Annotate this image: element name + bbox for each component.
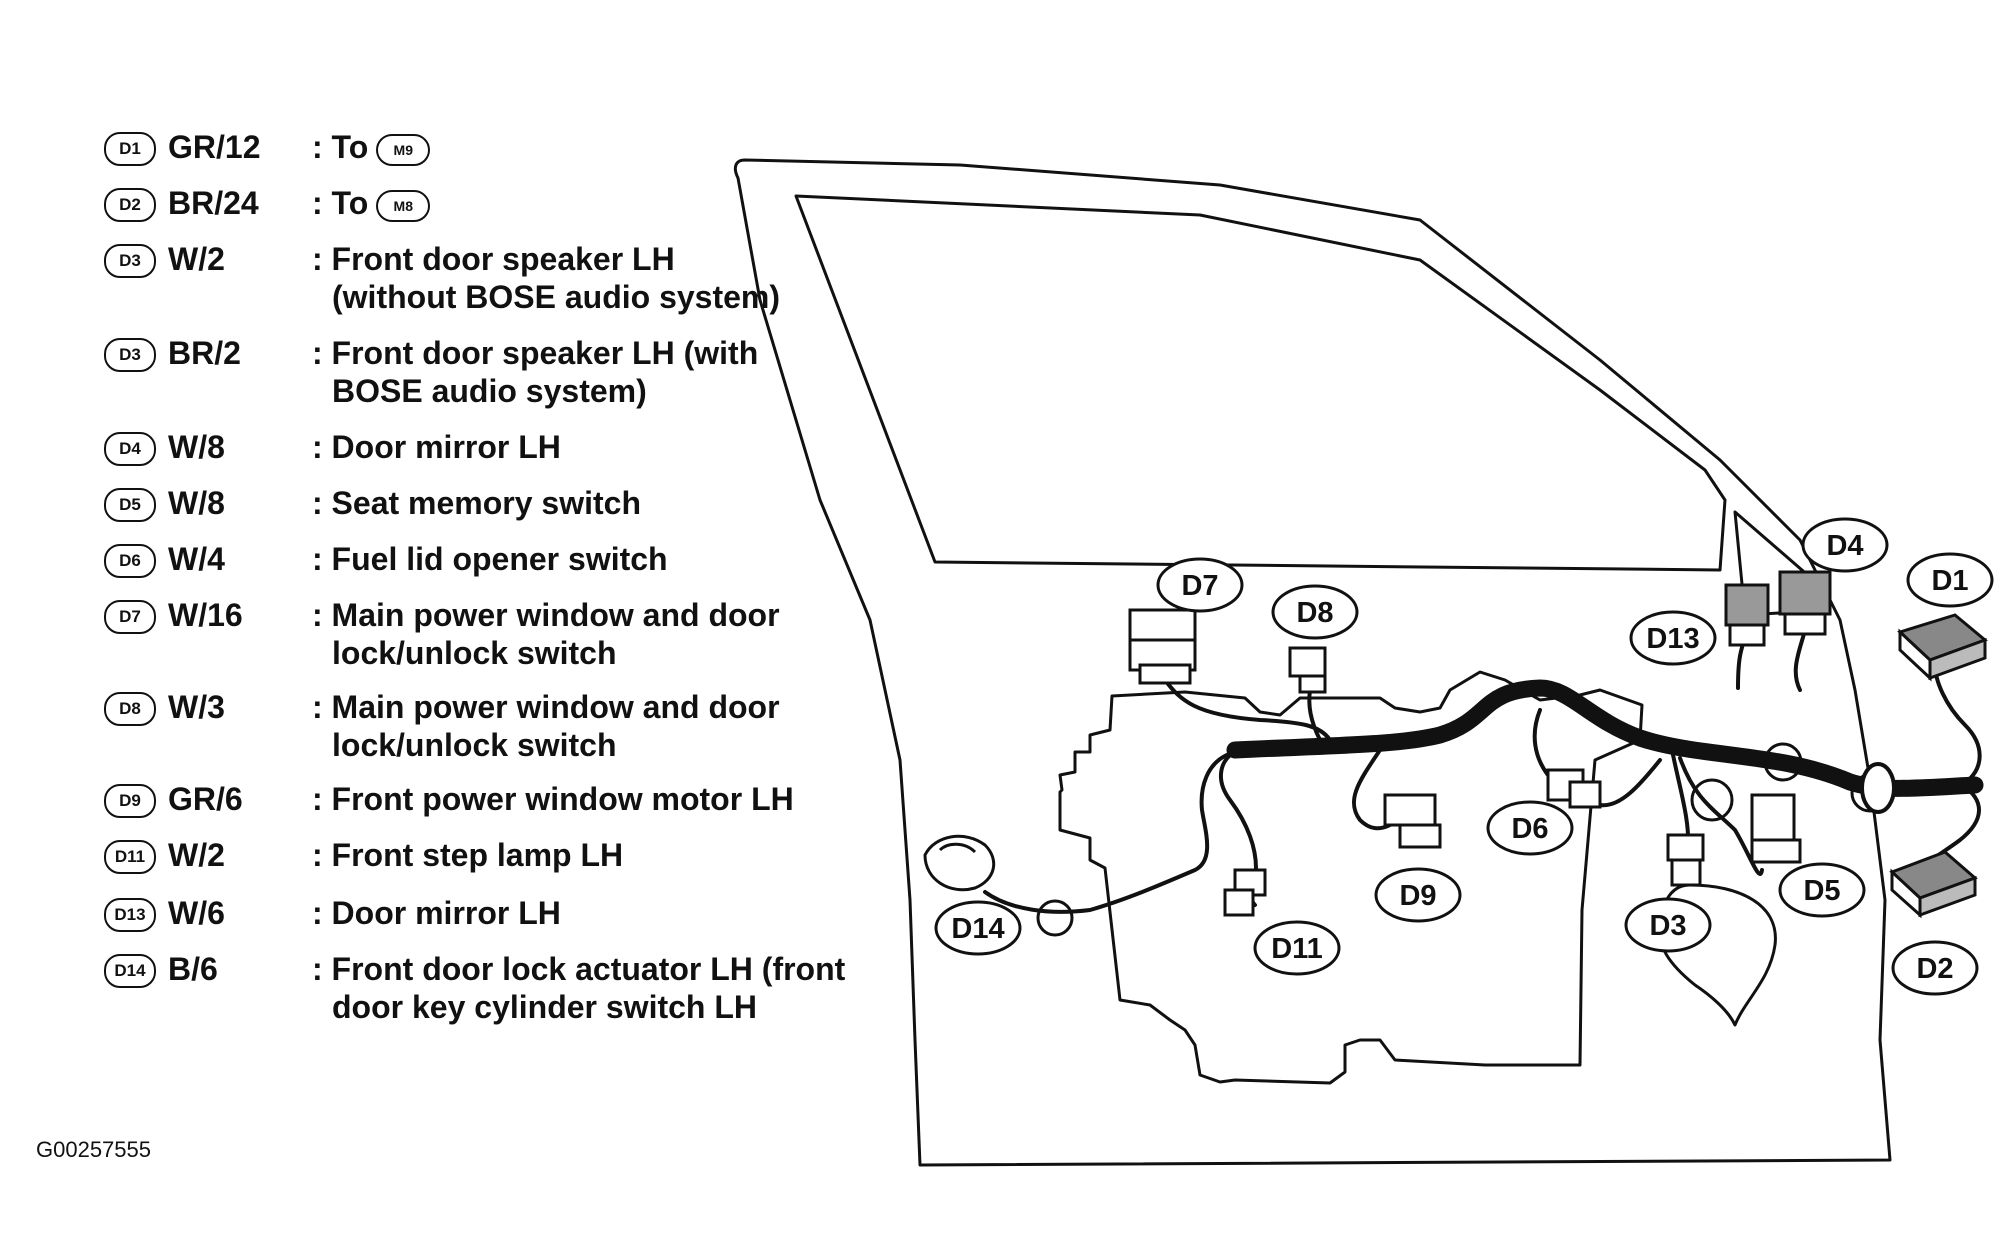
connector-d13 — [1724, 583, 1770, 647]
callout-d3: D3 — [1649, 910, 1686, 942]
connector-badge: D14 — [104, 954, 156, 988]
callout-d14-bubble — [934, 900, 1022, 956]
main-harness — [1226, 679, 1984, 797]
connector-description: : Seat memory switch — [312, 485, 641, 521]
connector-description: : Fuel lid opener switch — [312, 541, 668, 577]
wire-spec: W/6 — [168, 895, 225, 931]
grommet-circle — [1036, 899, 1074, 937]
figure-code: G00257555 — [36, 1137, 151, 1162]
connector-d11 — [1223, 868, 1267, 917]
connector-description: : Front power window motor LH — [312, 781, 794, 817]
connector-badge: D7 — [104, 600, 156, 634]
callout-d1: D1 — [1931, 565, 1968, 597]
connector-d14 — [923, 834, 996, 892]
wire-d8 — [1307, 688, 1322, 742]
callout-d13: D13 — [1646, 623, 1699, 655]
callout-d8-bubble — [1271, 584, 1359, 640]
connector-badge: D3 — [104, 244, 156, 278]
callout-d3-bubble — [1624, 897, 1712, 953]
callout-d9-bubble — [1374, 867, 1462, 923]
connector-description: : Door mirror LH — [312, 429, 561, 465]
wire-spec: W/16 — [168, 597, 243, 633]
panel-hole — [1690, 778, 1734, 822]
connector-d6 — [1546, 768, 1602, 809]
connector-d4 — [1778, 570, 1832, 636]
connector-d5 — [1750, 793, 1802, 864]
connector-badge: D6 — [104, 544, 156, 578]
wire-spec: W/4 — [168, 541, 225, 577]
target-connector-badge: M8 — [376, 189, 431, 222]
connector-description: : Front step lamp LH — [312, 837, 624, 873]
wire-d9 — [1351, 748, 1392, 831]
callout-d7-bubble — [1156, 557, 1244, 613]
callout-d5: D5 — [1803, 875, 1840, 907]
connector-badge: D4 — [104, 432, 156, 466]
connector-d1 — [1897, 613, 1988, 682]
connector-badge: D9 — [104, 784, 156, 818]
inner-panel — [1058, 670, 1644, 1085]
wire-spec: W/2 — [168, 837, 225, 873]
target-connector-badge: M9 — [376, 133, 431, 166]
callout-d6: D6 — [1511, 813, 1548, 845]
wire-spec: W/8 — [168, 485, 225, 521]
wire-d5 — [1678, 756, 1764, 876]
connector-badge: D11 — [104, 840, 156, 874]
wire-spec: GR/12 — [168, 129, 261, 165]
callout-d6-bubble — [1486, 800, 1574, 856]
connector-d9 — [1383, 793, 1442, 849]
wire-spec: GR/6 — [168, 781, 243, 817]
wire-spec: B/6 — [168, 951, 218, 987]
callout-d1-bubble — [1906, 552, 1994, 608]
wire-d1 — [1933, 663, 1982, 787]
connector-badge: D8 — [104, 692, 156, 726]
callouts — [934, 517, 1994, 996]
harness-grommet — [1860, 762, 1896, 814]
connector-badge: D13 — [104, 898, 156, 932]
callout-d11: D11 — [1271, 933, 1323, 965]
callout-d11-bubble — [1253, 920, 1341, 976]
wire-spec: BR/24 — [168, 185, 259, 221]
wire-d14 — [983, 750, 1237, 914]
callout-d8: D8 — [1296, 597, 1333, 629]
wire-spec: W/8 — [168, 429, 225, 465]
wire-spec: W/3 — [168, 689, 225, 725]
connector-badge: D5 — [104, 488, 156, 522]
callout-d5-bubble — [1778, 862, 1866, 918]
connector-description: : Door mirror LH — [312, 895, 561, 931]
callout-d9: D9 — [1399, 880, 1436, 912]
connector-d8 — [1288, 646, 1327, 694]
connector-d7 — [1128, 608, 1197, 685]
door-outline — [733, 158, 1892, 1167]
callout-d4-bubble — [1801, 517, 1889, 573]
callout-d14: D14 — [951, 913, 1004, 945]
callout-d4: D4 — [1826, 530, 1863, 562]
connector-badge: D2 — [104, 188, 156, 222]
callout-d13-bubble — [1629, 610, 1717, 666]
connector-d2 — [1889, 850, 1978, 919]
connector-badge: D1 — [104, 132, 156, 166]
window-outline — [794, 194, 1727, 572]
wire-spec: BR/2 — [168, 335, 241, 371]
wire-d4 — [1793, 628, 1807, 692]
connector-badge: D3 — [104, 338, 156, 372]
callout-d2: D2 — [1916, 953, 1953, 985]
callout-labels: D1 D2 D3 D4 D5 D6 D7 D8 D9 D11 D13 D14 — [951, 530, 1968, 985]
connector-description: : Front door speaker LH(without BOSE aud… — [312, 241, 781, 315]
callout-d7: D7 — [1181, 570, 1218, 602]
connector-d3 — [1666, 833, 1705, 887]
wire-spec: W/2 — [168, 241, 225, 277]
callout-d2-bubble — [1891, 940, 1979, 996]
